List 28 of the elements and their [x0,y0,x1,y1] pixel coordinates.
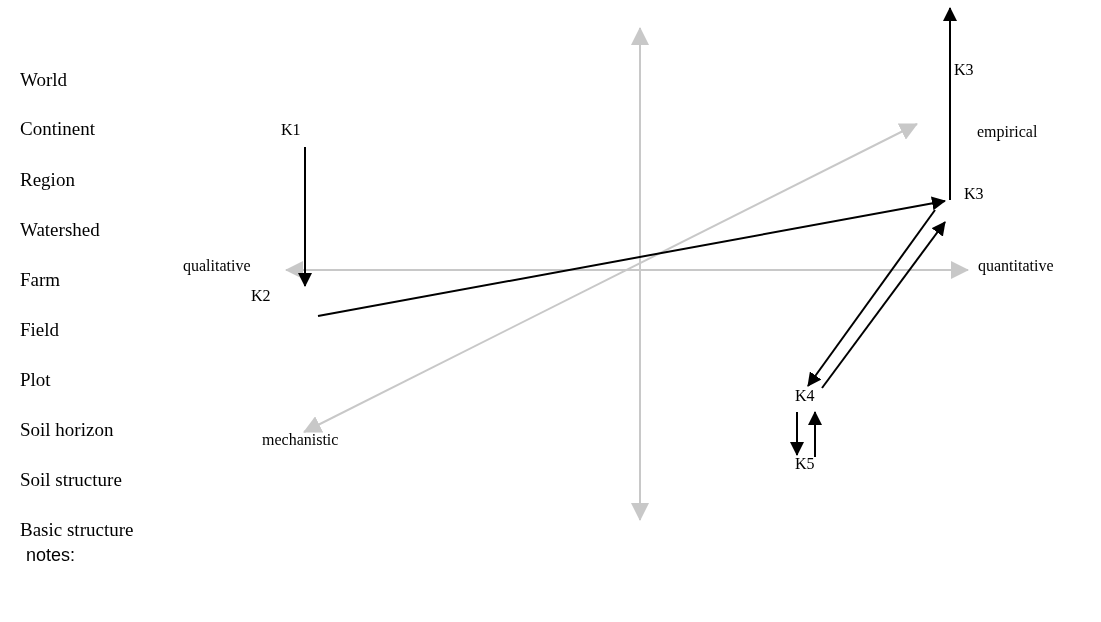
axis-label: quantitative [978,258,1054,274]
arrow [821,221,946,389]
node-label: K4 [795,388,815,404]
arrow [790,411,804,456]
node-label: K5 [795,456,815,472]
notes-label: notes: [26,546,76,564]
axis-label: empirical [977,124,1038,140]
arrow [298,146,312,287]
arrow [807,209,936,387]
node-label: K3 [954,62,974,78]
node-label: K1 [281,122,301,138]
axis-label: qualitative [183,258,251,274]
scale-level-label: Continent [20,119,95,138]
scale-level-label: Field [20,320,60,339]
scale-level-label: Farm [20,270,61,289]
scale-level-label: Plot [20,370,51,389]
scale-level-label: Region [20,170,75,189]
scale-level-label: Soil horizon [20,420,114,439]
scale-level-label: Soil structure [20,470,122,489]
scale-level-label: World [20,70,68,89]
arrow [317,196,946,317]
scale-level-label: Basic structure [20,520,134,539]
node-label: K2 [251,288,271,304]
scale-level-label: Watershed [20,220,100,239]
axis-label: mechanistic [262,432,339,448]
arrow [943,7,957,201]
node-label: K3 [964,186,984,202]
arrow [808,411,822,458]
